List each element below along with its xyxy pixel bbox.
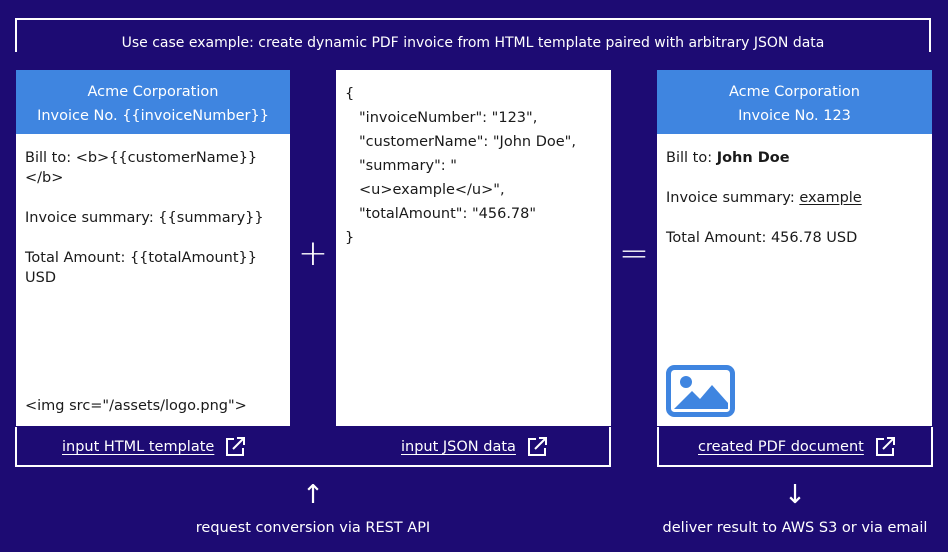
json-line: "invoiceNumber": "123", xyxy=(359,110,538,126)
result-bill-to-label: Bill to: xyxy=(666,150,717,166)
result-card-header: Acme Corporation Invoice No. 123 xyxy=(657,70,932,134)
up-arrow-icon: ↑ xyxy=(302,480,324,510)
template-invoice-number: Invoice No. {{invoiceNumber}} xyxy=(37,108,269,124)
image-icon xyxy=(666,365,735,417)
result-company-name: Acme Corporation xyxy=(729,84,860,100)
template-card-header: Acme Corporation Invoice No. {{invoiceNu… xyxy=(16,70,290,134)
json-data-card: { "invoiceNumber": "123", "customerName"… xyxy=(336,70,611,426)
result-total: Total Amount: 456.78 USD xyxy=(666,230,858,246)
output-bracket xyxy=(657,427,933,467)
json-close-brace: } xyxy=(345,230,355,246)
external-link-icon[interactable] xyxy=(874,436,896,458)
json-content: { "invoiceNumber": "123", "customerName"… xyxy=(336,70,611,262)
pdf-link[interactable]: created PDF document xyxy=(698,434,896,460)
result-summary: Invoice summary: example xyxy=(666,188,923,208)
pdf-link-label[interactable]: created PDF document xyxy=(698,439,864,455)
html-template-card: Acme Corporation Invoice No. {{invoiceNu… xyxy=(16,70,290,426)
template-bill-to: Bill to: <b>{{customerName}}</b> xyxy=(25,150,258,186)
external-link-icon[interactable] xyxy=(526,436,548,458)
template-summary: Invoice summary: {{summary}} xyxy=(25,210,264,226)
json-line: "summary": "<u>example</u>", xyxy=(359,158,505,198)
result-invoice-number: Invoice No. 123 xyxy=(738,108,851,124)
page-caption: Use case example: create dynamic PDF inv… xyxy=(121,35,825,51)
result-summary-value: example xyxy=(799,190,862,206)
plus-operator: + xyxy=(297,233,329,274)
json-link[interactable]: input JSON data xyxy=(401,434,548,460)
pdf-result-card: Acme Corporation Invoice No. 123 Bill to… xyxy=(657,70,932,426)
result-customer-name: John Doe xyxy=(716,150,790,166)
external-link-icon[interactable] xyxy=(224,436,246,458)
input-bracket xyxy=(15,427,611,467)
equals-operator: = xyxy=(618,233,650,274)
template-company-name: Acme Corporation xyxy=(87,84,219,100)
top-frame xyxy=(15,18,931,52)
deliver-caption: deliver result to AWS S3 or via email xyxy=(662,520,928,536)
result-summary-label: Invoice summary: xyxy=(666,190,800,206)
json-link-label[interactable]: input JSON data xyxy=(401,439,516,455)
template-link[interactable]: input HTML template xyxy=(62,434,246,460)
json-open-brace: { xyxy=(345,86,355,102)
template-link-label[interactable]: input HTML template xyxy=(62,439,215,455)
request-caption: request conversion via REST API xyxy=(195,520,431,536)
template-img-tag: <img src="/assets/logo.png"> xyxy=(25,398,247,414)
json-line: "customerName": "John Doe", xyxy=(359,134,576,150)
down-arrow-icon: ↓ xyxy=(784,480,806,510)
json-line: "totalAmount": "456.78" xyxy=(359,206,537,222)
result-bill-to: Bill to: John Doe xyxy=(666,148,923,168)
template-total: Total Amount: {{totalAmount}} USD xyxy=(25,250,257,286)
